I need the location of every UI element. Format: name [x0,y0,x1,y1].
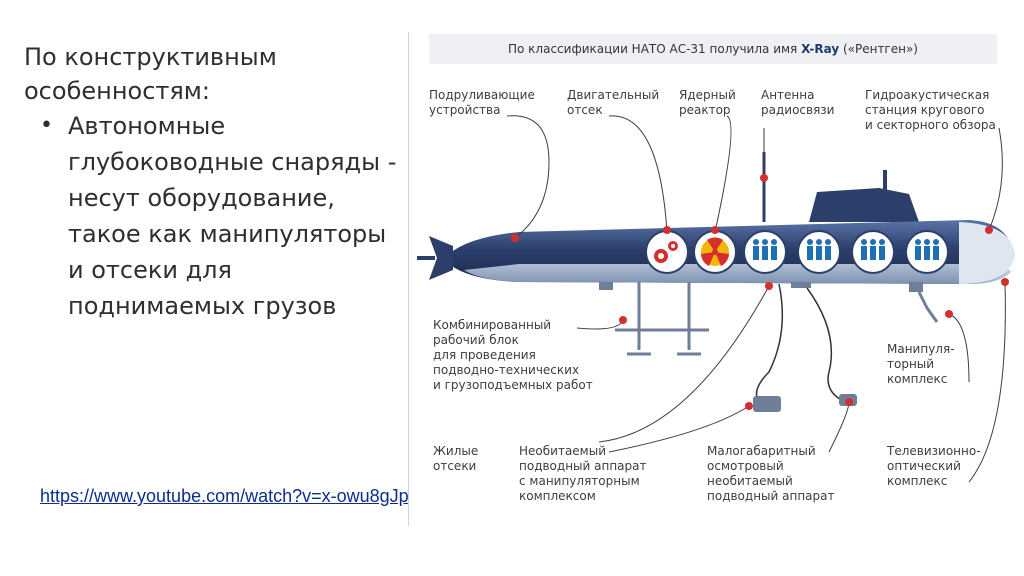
label-thrusters: Подруливающие устройства [429,88,535,117]
bullet-list: Автономные глубоководные снаряды - несут… [24,108,404,324]
intro-text: По конструктивным особенностям: [24,43,277,105]
engine-compartment-icon [645,230,689,274]
label-reactor: Ядерный реактор [679,88,736,117]
label-sonar: Гидроакустическая станция кругового и се… [865,88,996,132]
youtube-link[interactable]: https://www.youtube.com/watch?v=x-owu8gJ… [40,486,434,506]
label-living: Жилые отсеки [433,444,479,473]
manipulator-arm [917,291,939,323]
label-tv: Телевизионно- оптический комплекс [887,444,981,488]
label-antenna: Антенна радиосвязи [761,88,835,117]
label-small-vehicle: Малогабаритный осмотровый необитаемый по… [707,444,835,503]
sonar-nose [959,222,1015,284]
label-work-unit: Комбинированный рабочий блок для проведе… [433,318,593,392]
submarine-illustration [417,115,1015,483]
callout-dots [511,174,1009,410]
diagram-title-name: X-Ray [801,42,840,56]
work-unit-struts [615,282,709,350]
slide-text: По конструктивным особенностям: Автономн… [24,40,404,324]
tail-fin [429,236,453,280]
periscope [883,170,887,192]
conning-tower [809,188,919,222]
diagram-title: По классификации НАТО АС-31 получила имя… [429,34,997,64]
submarine-diagram: По классификации НАТО АС-31 получила имя… [408,32,1017,526]
label-unmanned: Необитаемый подводный аппарат с манипуля… [519,444,647,503]
label-manipulator: Манипуля- торный комплекс [887,342,955,386]
label-engine: Двигательный отсек [567,88,660,117]
callout-lines [506,115,1006,483]
unmanned-vehicle [753,396,781,412]
reactor-icon [693,230,737,274]
living-compartment-icons [743,230,949,274]
tether-cable [755,283,784,405]
bullet-item: Автономные глубоководные снаряды - несут… [24,108,404,324]
